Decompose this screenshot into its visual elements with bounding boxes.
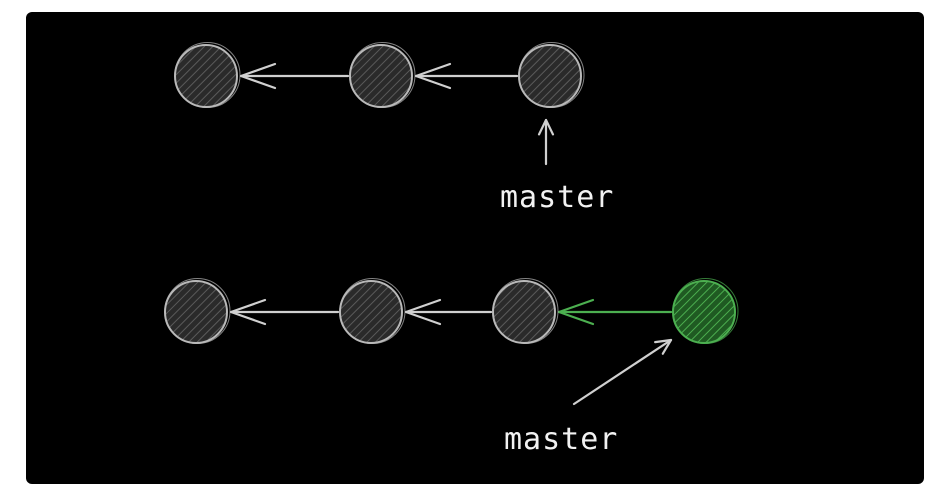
commit-node-after-c4-new <box>672 278 739 344</box>
parent-arrow-before-2 <box>414 62 519 90</box>
branch-pointer-arrow-after <box>572 338 673 406</box>
parent-arrow-before-1 <box>239 62 350 90</box>
commit-node-before-c2 <box>349 42 416 108</box>
git-commit-diagram <box>164 42 739 406</box>
master-branch-label-after: master <box>504 422 619 457</box>
parent-arrow-after-2 <box>404 298 493 326</box>
branch-pointer-arrow-before <box>537 118 555 166</box>
parent-arrow-after-3 <box>557 298 673 326</box>
parent-arrow-after-1 <box>229 298 340 326</box>
diagram-canvas: master master <box>26 12 924 484</box>
commit-node-after-c2 <box>339 278 406 344</box>
commit-node-after-c1 <box>164 278 231 344</box>
commit-node-before-c1 <box>174 42 241 108</box>
commit-node-before-c3 <box>518 42 585 108</box>
commit-node-after-c3 <box>492 278 559 344</box>
master-branch-label-before: master <box>500 180 615 215</box>
